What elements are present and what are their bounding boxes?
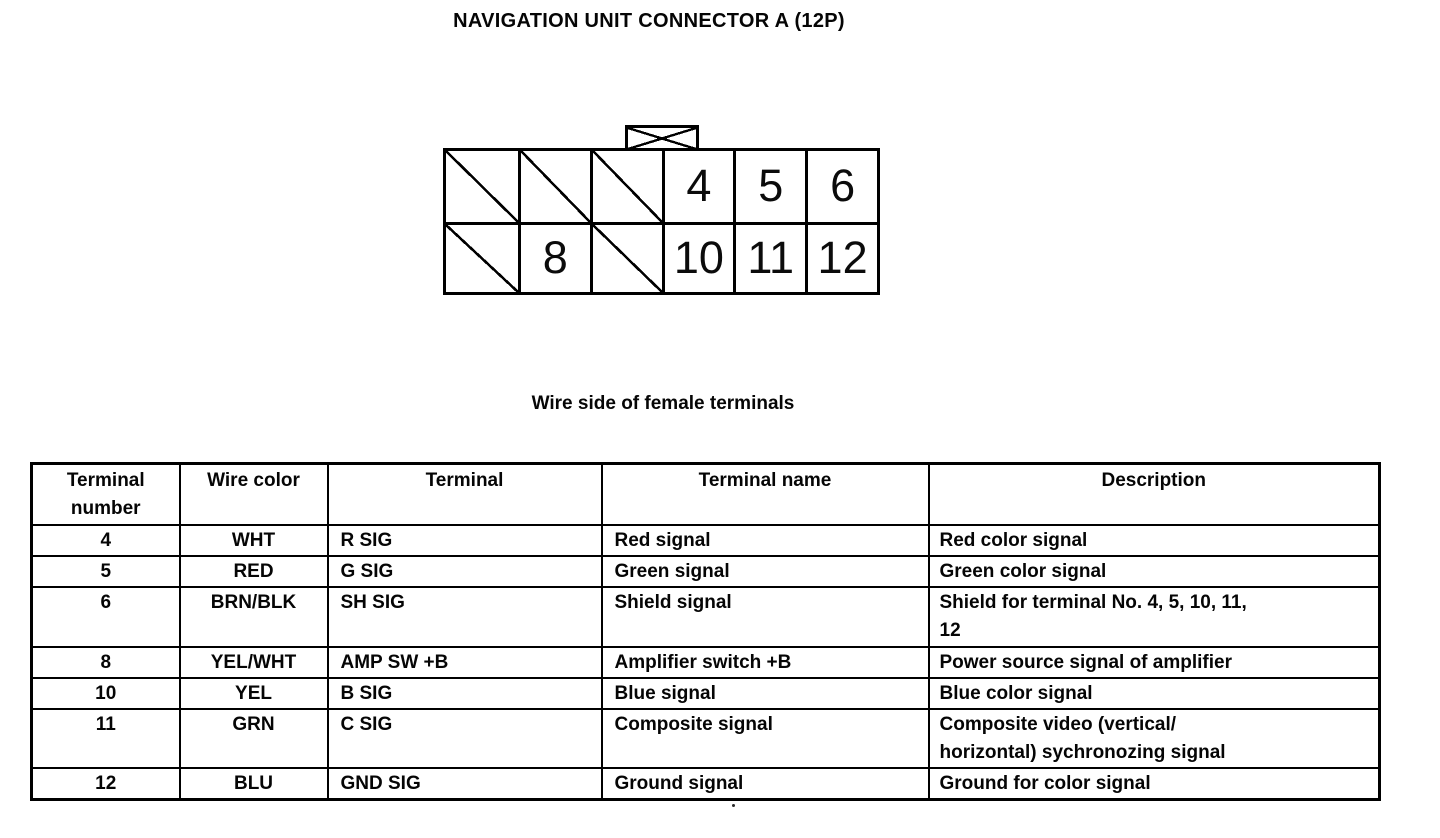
diagram-caption: Wire side of female terminals <box>531 393 795 414</box>
terminal-number-cell: 12 <box>30 766 181 800</box>
description-cell: Green color signal <box>927 554 1381 588</box>
connector-cell-pin-5: 5 <box>733 151 805 222</box>
column-header: Description <box>927 462 1381 526</box>
terminal-name-cell: Amplifier switch +B <box>600 645 930 679</box>
wire-color-cell: WHT <box>178 523 329 557</box>
description-cell: Shield for terminal No. 4, 5, 10, 11, 12 <box>927 585 1381 648</box>
wire-color-cell: YEL <box>178 676 329 710</box>
terminal-name-cell: Blue signal <box>600 676 930 710</box>
terminal-number-cell: 11 <box>30 707 181 769</box>
scan-artifact-dot <box>732 804 735 807</box>
description-cell: Blue color signal <box>927 676 1381 710</box>
description-cell: Composite video (vertical/ horizontal) s… <box>927 707 1381 769</box>
connector-cell-unused <box>589 221 662 292</box>
terminal-name-cell: Composite signal <box>600 707 930 769</box>
column-header: Terminal name <box>600 462 930 526</box>
wire-color-cell: GRN <box>178 707 329 769</box>
terminal-name-cell: Shield signal <box>600 585 930 648</box>
connector-cell-unused <box>517 151 590 222</box>
terminal-cell: AMP SW +B <box>326 645 603 679</box>
terminal-number-cell: 8 <box>30 645 181 679</box>
column-header: Wire color <box>178 462 329 526</box>
pin-number: 11 <box>747 232 795 284</box>
terminal-name-cell: Green signal <box>600 554 930 588</box>
connector-cell-pin-11: 11 <box>733 221 806 292</box>
connector-cell-unused <box>446 151 518 222</box>
column-header: Terminal <box>326 462 603 526</box>
terminal-cell: G SIG <box>326 554 603 588</box>
terminal-cell: C SIG <box>326 707 603 769</box>
pin-number: 6 <box>830 160 856 212</box>
terminal-cell: R SIG <box>326 523 603 557</box>
description-cell: Red color signal <box>927 523 1381 557</box>
pin-number: 12 <box>817 232 868 284</box>
pin-number: 5 <box>758 160 784 212</box>
wire-color-cell: YEL/WHT <box>178 645 329 679</box>
column-header: Terminal number <box>30 462 181 526</box>
terminal-name-cell: Red signal <box>600 523 930 557</box>
pin-number: 8 <box>542 232 568 284</box>
connector-cell-pin-8: 8 <box>517 221 590 292</box>
pin-number: 4 <box>686 160 712 212</box>
page-title: NAVIGATION UNIT CONNECTOR A (12P) <box>453 10 845 32</box>
connector-cell-pin-4: 4 <box>661 151 734 222</box>
terminal-cell: GND SIG <box>326 766 603 800</box>
terminal-number-cell: 5 <box>30 554 181 588</box>
wire-color-cell: RED <box>178 554 329 588</box>
wire-color-cell: BRN/BLK <box>178 585 329 648</box>
connector-cell-pin-12: 12 <box>805 221 877 292</box>
terminal-number-cell: 4 <box>30 523 181 557</box>
terminal-name-cell: Ground signal <box>600 766 930 800</box>
terminal-number-cell: 10 <box>30 676 181 710</box>
connector-cell-pin-6: 6 <box>805 151 877 222</box>
connector-cell-pin-10: 10 <box>661 221 734 292</box>
terminal-cell: B SIG <box>326 676 603 710</box>
terminal-cell: SH SIG <box>326 585 603 648</box>
pin-number: 10 <box>673 232 724 284</box>
connector-cell-unused <box>446 221 518 292</box>
terminal-number-cell: 6 <box>30 585 181 648</box>
description-cell: Ground for color signal <box>927 766 1381 800</box>
description-cell: Power source signal of amplifier <box>927 645 1381 679</box>
wire-color-cell: BLU <box>178 766 329 800</box>
connector-cell-unused <box>589 151 662 222</box>
